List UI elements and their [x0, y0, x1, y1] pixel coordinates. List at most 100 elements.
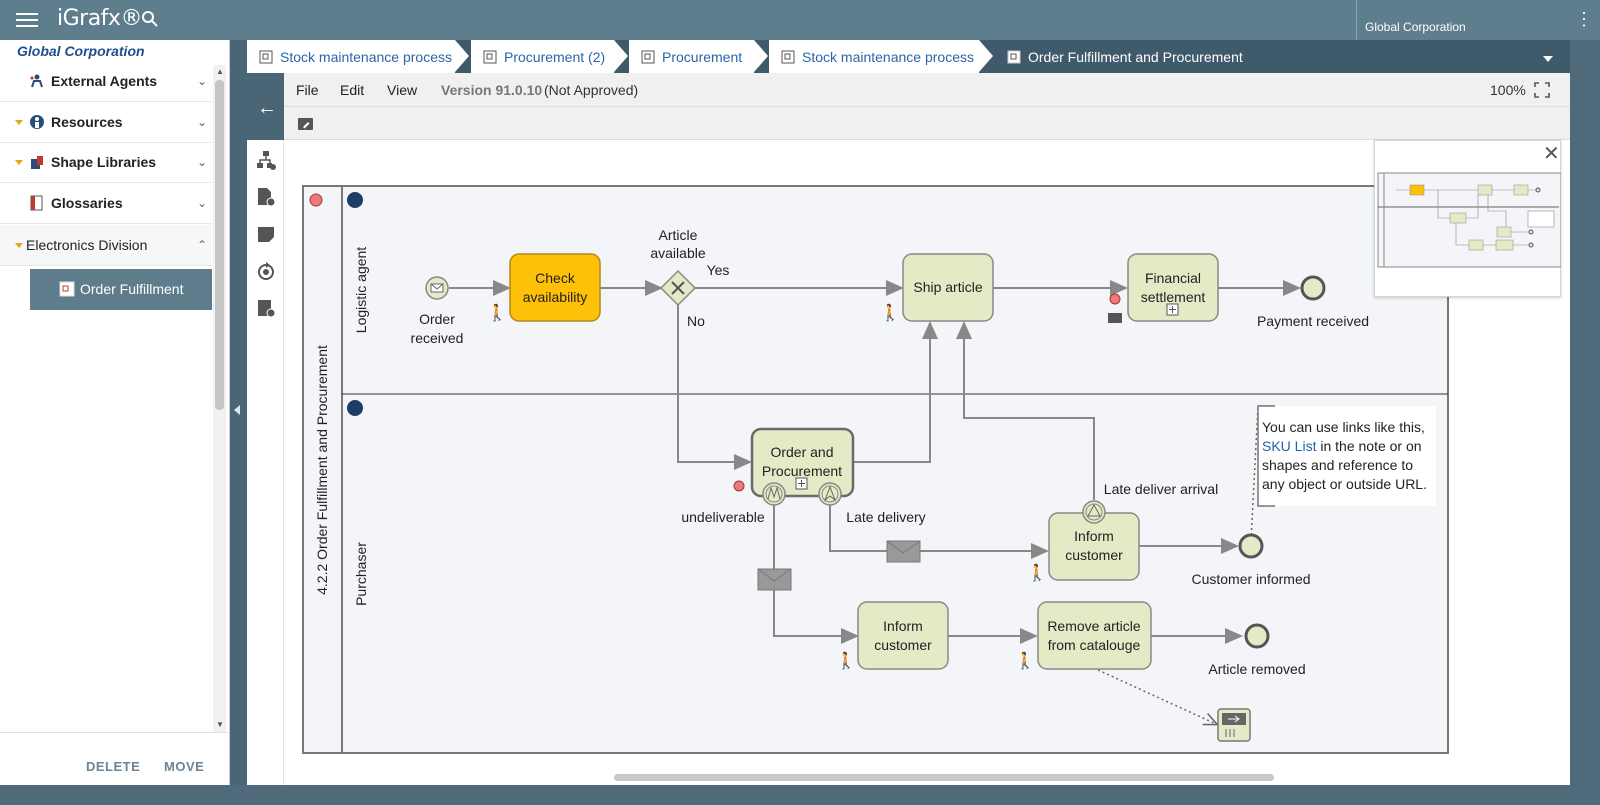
chevron-up-icon[interactable]: ⌃ [197, 238, 208, 252]
message-icon [886, 540, 921, 563]
breadcrumb-separator [979, 40, 993, 72]
tree-item-label: External Agents [51, 73, 158, 89]
user-task-icon: 🚶 [836, 651, 856, 670]
boundary-event-late-delivery[interactable] [818, 482, 842, 506]
structure-icon[interactable] [255, 149, 277, 171]
panel-scrollbar[interactable]: ▲ ▼ [213, 65, 226, 733]
note-icon[interactable] [255, 223, 277, 245]
breadcrumb-item[interactable]: Stock maintenance process [769, 40, 979, 73]
chevron-down-icon[interactable]: ⌄ [197, 115, 208, 129]
svg-text:Check: Check [535, 270, 576, 286]
fullscreen-icon[interactable] [1534, 82, 1550, 98]
sku-list-link[interactable]: SKU List [1262, 438, 1317, 454]
end-event-article-removed[interactable] [1244, 623, 1270, 649]
chevron-down-icon[interactable]: ⌄ [197, 74, 208, 88]
glossaries-icon [30, 195, 43, 211]
bpmn-diagram: 4.2.2 Order Fulfillment and Procurement … [302, 185, 1449, 754]
svg-text:Order and: Order and [770, 444, 833, 460]
hamburger-menu-icon[interactable] [16, 9, 38, 31]
task-remove-article[interactable]: Remove article from catalouge [1037, 601, 1152, 670]
breadcrumb-separator [614, 40, 628, 72]
svg-text:Procurement: Procurement [762, 463, 842, 479]
event-label: Article removed [1208, 661, 1305, 677]
svg-text:You can use links like this,: You can use links like this, [1262, 419, 1425, 435]
breadcrumb-item[interactable]: Stock maintenance process [247, 40, 455, 73]
svg-text:any object or outside URL.: any object or outside URL. [1262, 476, 1427, 492]
task-inform-customer[interactable]: Inform customer [1048, 512, 1140, 581]
tree-item-external-agents[interactable]: External Agents ⌄ [0, 61, 212, 102]
delete-button[interactable]: DELETE [86, 759, 141, 774]
scroll-down-icon[interactable]: ▼ [216, 720, 224, 729]
boundary-event-late-arrival[interactable] [1082, 500, 1106, 524]
message-icon [757, 568, 792, 591]
task-check-availability[interactable]: Check availability [509, 253, 601, 322]
tree-item-glossaries[interactable]: Glossaries ⌄ [0, 183, 212, 224]
start-event-order-received[interactable] [425, 276, 449, 300]
menu-edit[interactable]: Edit [340, 82, 365, 98]
scrollbar-thumb[interactable] [215, 80, 224, 410]
document-info-icon[interactable] [255, 186, 277, 208]
pool-marker-icon [309, 193, 323, 207]
exclusive-gateway[interactable] [659, 269, 697, 307]
flow-label-no: No [687, 313, 705, 329]
breadcrumb-item-current[interactable]: Order Fulfillment and Procurement [995, 40, 1295, 73]
tree-item-shape-libraries[interactable]: Shape Libraries ⌄ [0, 142, 212, 183]
clipboard-settings-icon[interactable] [255, 297, 277, 319]
process-diagram-icon [483, 50, 497, 63]
window-bottom-border [0, 785, 1600, 805]
tree-item-electronics-division[interactable]: Electronics Division ⌃ [0, 225, 212, 266]
tabs-dropdown-icon[interactable] [1543, 56, 1553, 62]
user-task-icon: 🚶 [1027, 563, 1047, 582]
svg-text:SKU List in the note or on: SKU List in the note or on [1262, 438, 1422, 454]
svg-text:from catalouge: from catalouge [1048, 637, 1141, 653]
zoom-level[interactable]: 100% [1490, 82, 1526, 98]
end-event-payment-received[interactable] [1300, 275, 1326, 301]
close-icon[interactable]: ✕ [1543, 143, 1560, 165]
back-button[interactable]: ← [247, 73, 284, 140]
annotation-note[interactable]: You can use links like this, SKU List in… [1257, 405, 1436, 507]
task-order-and-procurement[interactable]: Order and Procurement [750, 427, 855, 498]
panel-collapse-handle[interactable] [230, 40, 247, 800]
move-button[interactable]: MOVE [164, 759, 205, 774]
boundary-event-undeliverable[interactable] [762, 482, 786, 506]
repository-title: Global Corporation [17, 43, 145, 59]
svg-text:Ship article: Ship article [913, 279, 982, 295]
svg-text:Remove article: Remove article [1047, 618, 1141, 634]
task-financial-settlement[interactable]: Financial settlement [1127, 253, 1219, 322]
menu-view[interactable]: View [387, 82, 418, 98]
breadcrumb-item[interactable]: Procurement (2) [471, 40, 614, 73]
breadcrumb-label: Procurement (2) [504, 48, 606, 65]
task-ship-article[interactable]: Ship article [902, 253, 994, 322]
org-switcher[interactable]: Global Corporation [1356, 0, 1571, 40]
event-label: received [411, 330, 464, 346]
menu-file[interactable]: File [296, 82, 319, 98]
edit-icon[interactable] [297, 116, 315, 132]
tree-item-resources[interactable]: Resources ⌄ [0, 102, 212, 143]
chevron-down-icon[interactable]: ⌄ [197, 155, 208, 169]
data-output-icon[interactable] [1217, 708, 1251, 742]
end-event-customer-informed[interactable] [1238, 533, 1264, 559]
expand-triangle-icon[interactable] [15, 120, 23, 125]
svg-text:availability: availability [523, 289, 588, 305]
minimap[interactable]: ✕ [1374, 140, 1561, 297]
process-diagram-icon [781, 50, 795, 63]
tree-item-order-fulfillment[interactable]: Order Fulfillment [30, 269, 212, 310]
diagram-canvas[interactable]: 4.2.2 Order Fulfillment and Procurement … [247, 140, 1570, 785]
chevron-down-icon[interactable]: ⌄ [197, 196, 208, 210]
breadcrumb-label: Stock maintenance process [802, 48, 974, 65]
tree-item-label: Order Fulfillment [80, 281, 184, 297]
collapse-arrow-icon[interactable] [234, 405, 240, 415]
search-icon[interactable] [140, 9, 160, 29]
minimap-preview [1377, 172, 1561, 268]
expand-triangle-icon[interactable] [15, 243, 23, 248]
expand-triangle-icon[interactable] [15, 160, 23, 165]
task-inform-customer[interactable]: Inform customer [857, 601, 949, 670]
scroll-up-icon[interactable]: ▲ [216, 67, 224, 76]
lane-title: Logistic agent [353, 247, 369, 334]
top-bar: iGrafx® Global Corporation ⋮ [0, 0, 1600, 40]
refresh-target-icon[interactable] [255, 260, 277, 282]
side-toolbar [247, 140, 284, 785]
horizontal-scrollbar[interactable] [614, 774, 1274, 781]
more-options-icon[interactable]: ⋮ [1575, 9, 1593, 29]
breadcrumb-item[interactable]: Procurement [629, 40, 754, 73]
